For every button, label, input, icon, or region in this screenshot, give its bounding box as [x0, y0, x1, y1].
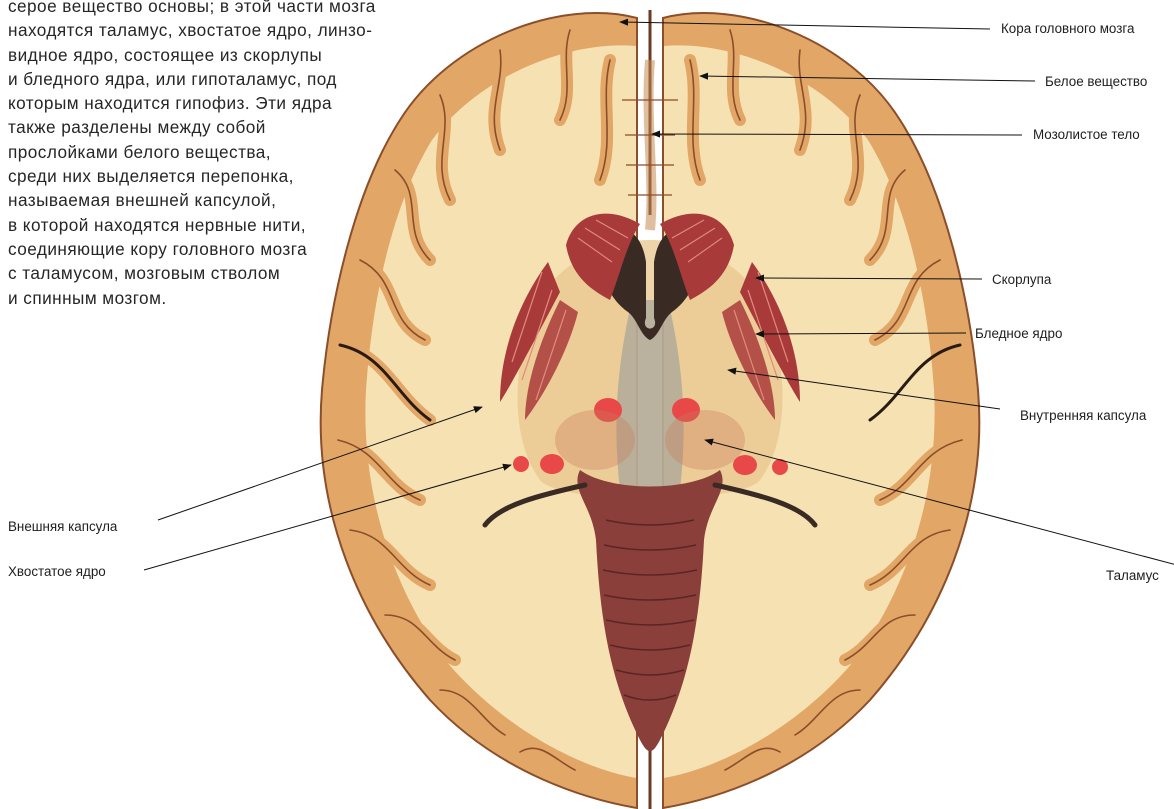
label-white-matter: Белое вещество	[1045, 74, 1147, 90]
label-corpus-callosum: Мозолистое тело	[1033, 127, 1140, 143]
label-thalamus: Таламус	[1106, 568, 1159, 584]
label-external-capsule: Внешняя капсула	[8, 519, 117, 535]
label-internal-capsule: Внутренняя капсула	[1020, 408, 1146, 424]
label-globus-pallidus: Бледное ядро	[975, 326, 1062, 342]
label-caudate-nucleus: Хвостатое ядро	[8, 564, 106, 580]
label-cortex: Кора головного мозга	[1001, 21, 1134, 37]
corpus-callosum	[649, 60, 652, 230]
label-putamen: Скорлупа	[992, 272, 1051, 288]
